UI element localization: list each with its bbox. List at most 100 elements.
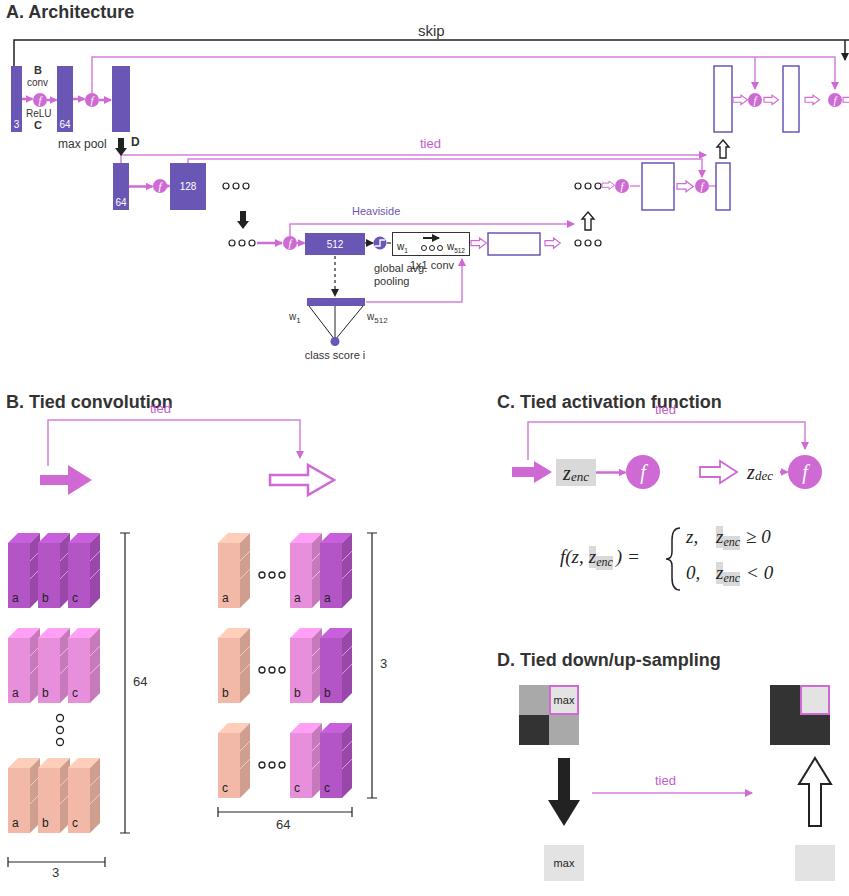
kernel-cube: b — [218, 628, 250, 703]
panel-title: < 0 — [746, 562, 773, 584]
ellipsis-dot — [430, 246, 435, 251]
text-label: C — [34, 119, 42, 132]
cube-front — [38, 638, 60, 703]
drawing-part — [512, 461, 552, 483]
kernel-cube: a — [8, 533, 40, 608]
node-text: c — [294, 782, 300, 795]
drawing-part — [8, 533, 377, 867]
cube-front — [8, 768, 30, 833]
drawing-part — [57, 715, 64, 746]
layer-block: 3 — [11, 66, 22, 132]
drawing-part — [40, 465, 92, 495]
relu-circle: f — [615, 179, 629, 193]
conv-arrow — [423, 237, 439, 239]
layer-block: 512 — [305, 233, 365, 255]
node-text: 128 — [180, 181, 197, 192]
cube-front — [290, 543, 312, 608]
circle-fill — [695, 179, 709, 193]
drawing-part — [595, 183, 601, 189]
node-text: b — [42, 592, 49, 605]
drawing-part — [270, 465, 334, 495]
drawing-part — [243, 183, 249, 189]
circle-fill — [748, 93, 762, 107]
drawing-part — [334, 256, 335, 296]
cube-front — [218, 543, 240, 608]
cube-side — [90, 758, 100, 833]
drawing-part — [365, 242, 373, 243]
cube-side — [240, 628, 250, 703]
cube-front — [290, 638, 312, 703]
node-text: 64 — [115, 197, 126, 208]
drawing-part — [223, 183, 249, 189]
cube-side — [342, 533, 352, 608]
panel-title: B. Tied convolution — [6, 392, 173, 413]
drawing-part — [367, 533, 377, 798]
drawing-part — [269, 762, 275, 768]
cube-front — [8, 638, 30, 703]
kernel-cube: b — [38, 533, 70, 608]
panel-title: z — [589, 546, 596, 568]
text-label: max pool — [58, 138, 107, 152]
cube-front — [68, 638, 90, 703]
drawing-part — [257, 242, 282, 245]
drawing-part — [112, 66, 130, 132]
kernel-cube: a — [8, 628, 40, 703]
node-text: c — [72, 687, 78, 700]
node-text: f — [288, 237, 291, 249]
ellipsis-dot — [422, 246, 427, 251]
drawing-part — [770, 685, 800, 715]
node-text: c — [72, 592, 78, 605]
text-label: 64 — [133, 675, 147, 690]
drawing-part — [548, 758, 580, 826]
formula-term: enc — [723, 536, 740, 550]
text-label: tied — [655, 774, 676, 789]
node-text: c — [72, 817, 78, 830]
drawing-part — [279, 762, 285, 768]
layer-arrow — [22, 98, 33, 101]
kernel-cube: a — [218, 533, 250, 608]
drawing-part — [259, 572, 285, 768]
drawing-part — [795, 845, 835, 881]
text-label: tied — [655, 403, 676, 418]
node-text: 512 — [327, 239, 344, 250]
pooled-value: max — [544, 845, 584, 881]
drawing-part — [677, 181, 693, 192]
kernel-cube: c — [290, 723, 322, 798]
relu-circle: f — [33, 93, 47, 107]
cube-grid — [342, 664, 352, 674]
drawing-part — [630, 185, 640, 186]
text-label: Heaviside — [352, 205, 400, 218]
node-text: class score i — [305, 349, 366, 365]
panel-title: A. Architecture — [6, 2, 134, 23]
tied-lines — [92, 57, 835, 302]
circle-fill — [153, 179, 167, 193]
drawing-part — [387, 242, 391, 243]
node-text: f — [640, 461, 646, 483]
drawing-part — [714, 66, 732, 132]
drawing-part — [335, 306, 363, 340]
drawing-part — [799, 758, 831, 826]
circle-fill — [788, 455, 822, 489]
activation-input: zdec — [740, 458, 780, 486]
drawing-part — [545, 238, 560, 248]
node-text: f — [158, 180, 161, 192]
kernel-cube: c — [320, 723, 352, 798]
drawing-part — [259, 667, 265, 673]
drawing-part — [309, 306, 335, 340]
kernel-cube: a — [8, 758, 40, 833]
drawing-part — [764, 95, 778, 105]
text-label: conv — [27, 77, 48, 89]
kernel-cube: a — [290, 533, 322, 608]
drawing-part — [218, 807, 352, 817]
drawing-part — [366, 259, 462, 302]
drawing-part — [57, 727, 64, 734]
cube-grid — [90, 776, 100, 786]
text-label: D — [131, 136, 140, 150]
drawing-part — [269, 667, 275, 673]
drawing-part — [374, 237, 387, 250]
drawing-part — [57, 739, 64, 746]
drawing-part — [844, 40, 846, 60]
drawing-part — [770, 715, 800, 745]
drawing-part — [115, 138, 127, 156]
drawing-part — [717, 140, 729, 158]
